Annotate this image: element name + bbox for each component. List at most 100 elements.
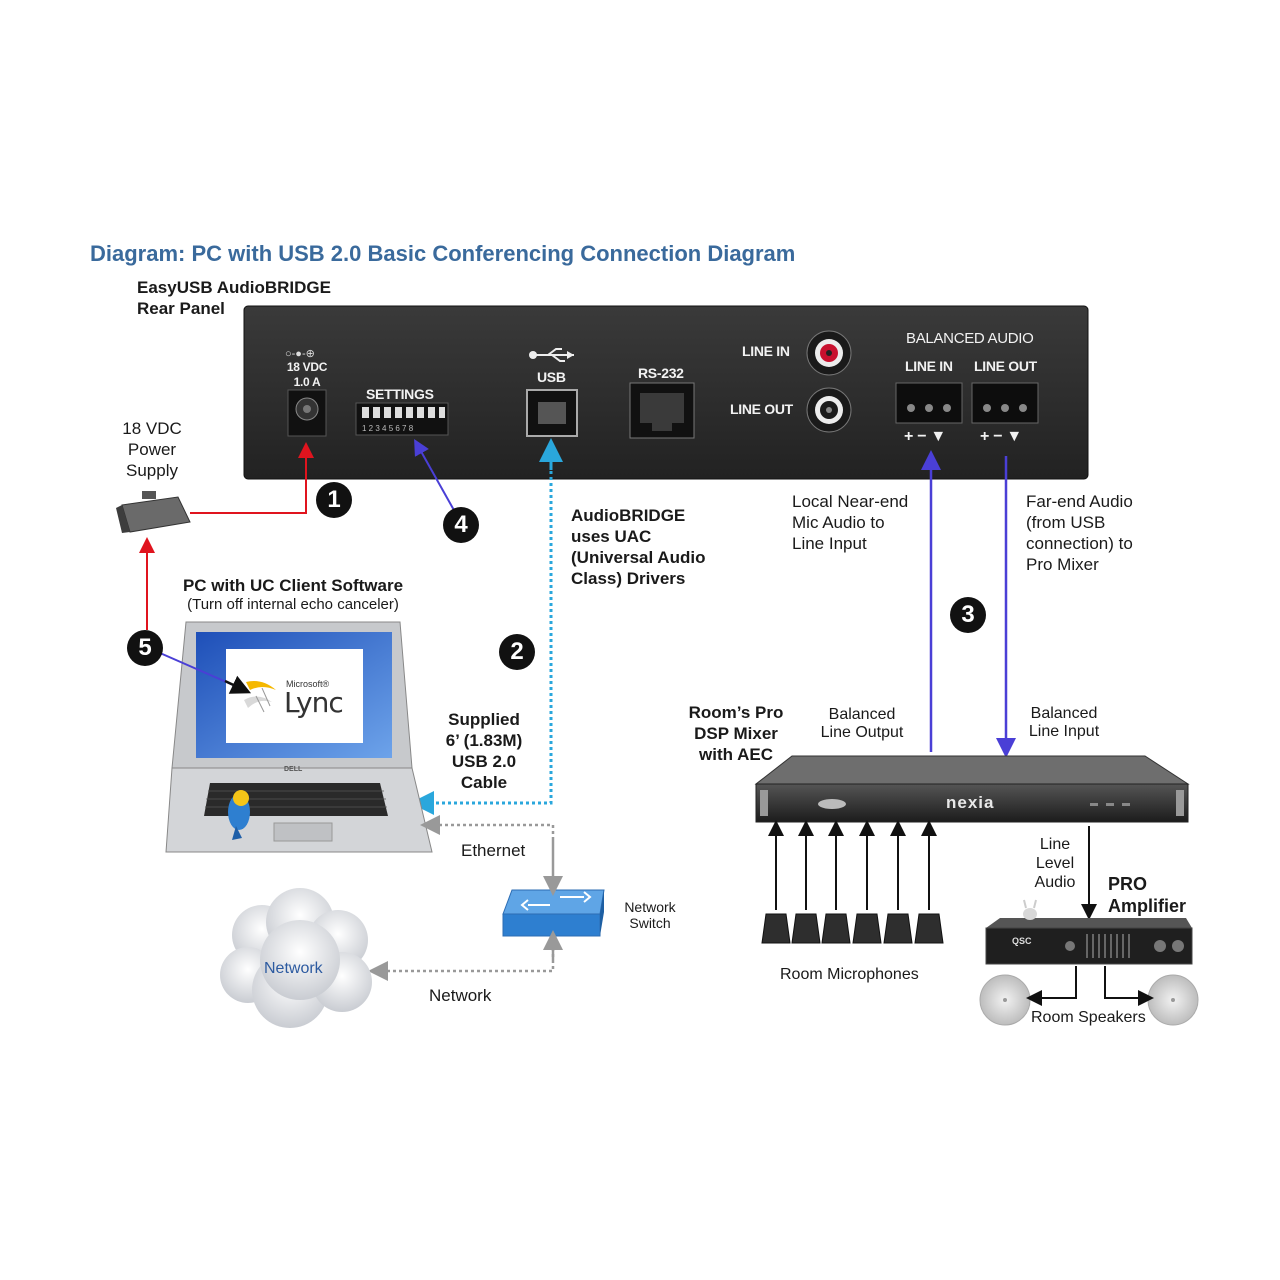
line-level-line2: Level [1035,855,1075,872]
power-supply-line2: Power [127,440,177,459]
room-microphone-icons [761,913,944,944]
usb-driver-note-line4: Class) Drivers [571,569,686,588]
room-speaker-left-icon [979,974,1031,1026]
far-end-line3: connection) to [1026,534,1133,553]
balanced-output-label: Balanced Line Output [812,706,912,742]
lync-app-text: Lync [284,686,344,719]
balanced-input-line1: Balanced [1030,705,1098,722]
amplifier-brand-text: QSC [1012,936,1032,946]
pc-label: PC with UC Client Software (Turn off int… [165,575,421,614]
usb-cable-line2: 6’ (1.83M) [445,731,523,750]
settings-label: SETTINGS [366,386,434,402]
power-jack-icon: ○-●-⊕ [285,348,327,437]
far-end-label: Far-end Audio (from USB connection) to P… [1026,491,1133,575]
badge-3: 3 [950,597,986,633]
room-speaker-right-icon [1147,974,1199,1026]
rca-line-out-jack-icon [806,387,852,433]
page-title: Diagram: PC with USB 2.0 Basic Conferenc… [90,241,796,266]
balanced-output-line1: Balanced [828,706,896,723]
balanced-line-out-terminal-icon [971,382,1039,424]
usb-cable-line1: Supplied [448,710,520,729]
ethernet-label: Ethernet [461,841,526,860]
network-switch-line1: Network [624,899,676,915]
balanced-line-in-label: LINE IN [905,358,953,374]
far-end-line4: Pro Mixer [1026,555,1099,574]
line-level-label: Line Level Audio [1028,835,1082,892]
microphone-arrows [768,820,937,910]
near-end-line3: Line Input [792,534,867,553]
rear-panel-label-line1: EasyUSB AudioBRIDGE [137,278,331,297]
power-supply-line1: 18 VDC [122,419,182,438]
mixer-line3: with AEC [699,745,773,764]
badge-4: 4 [443,507,479,543]
usb-driver-note: AudioBRIDGE uses UAC (Universal Audio Cl… [571,505,705,589]
network-line [368,942,555,981]
power-supply-icon [116,491,191,533]
network-switch-icon [502,889,605,937]
rear-panel-label-line2: Rear Panel [137,299,225,318]
svg-text:○-●-⊕: ○-●-⊕ [285,348,315,360]
network-switch-line2: Switch [629,915,671,931]
usb-cable-label: Supplied 6’ (1.83M) USB 2.0 Cable [434,709,534,793]
parrot-sticker-icon [228,790,250,840]
usb-cable-line [410,453,553,815]
amplifier-line1: PRO [1108,874,1148,894]
laptop-brand-text: DELL [284,766,303,773]
balanced-input-label: Balanced Line Input [1016,705,1112,741]
network-label: Network [429,986,492,1005]
usb-label: USB [537,369,566,385]
network-cloud-label: Network [264,960,323,977]
near-end-label: Local Near-end Mic Audio to Line Input [792,491,908,554]
usb-cable-line3: USB 2.0 [451,752,517,771]
rear-panel-label: EasyUSB AudioBRIDGE Rear Panel [137,277,331,319]
lync-splash-panel [226,649,363,743]
svg-text:1 2 3 4 5 6 7 8: 1 2 3 4 5 6 7 8 [362,424,414,433]
network-cloud-icon [220,888,372,1028]
power-spec-label: 18 VDC 1.0 A [284,360,330,390]
polarity-label-out: + − ▼ [980,428,1022,445]
speaker-left-line [1026,966,1077,1006]
amplifier-label: PRO Amplifier [1108,873,1186,917]
power-cable-line [190,442,314,514]
rs232-port-icon [629,382,695,439]
lync-pointer-arrow [224,675,252,694]
badge-1: 1 [316,482,352,518]
near-end-line2: Mic Audio to [792,513,885,532]
usb-symbol-icon [529,348,574,362]
rca-line-in-jack-icon [806,330,852,376]
network-switch-label: Network Switch [618,899,682,931]
pro-amplifier-icon: QSC [985,899,1193,965]
rca-line-in-label: LINE IN [742,343,790,359]
usb-driver-note-line1: AudioBRIDGE [571,506,686,525]
balanced-line-out-label: LINE OUT [974,358,1037,374]
usb-driver-note-line3: (Universal Audio [571,548,706,567]
mixer-label: Room’s Pro DSP Mixer with AEC [676,702,796,765]
polarity-label-in: + − ▼ [904,428,946,445]
settings-pointer-line [414,439,456,513]
usb-port-icon [526,389,578,437]
far-end-line1: Far-end Audio [1026,492,1133,511]
usb-cable-line4: Cable [460,773,508,792]
far-end-line2: (from USB [1026,513,1106,532]
mixer-brand-text: nexia [946,793,995,812]
power-spec-line2: 1.0 A [293,375,321,389]
lync-logo-icon [244,681,276,713]
power-supply-label: 18 VDC Power Supply [112,418,192,481]
room-speakers-label: Room Speakers [1031,1007,1146,1028]
balanced-output-line2: Line Output [820,724,904,741]
room-microphones-label: Room Microphones [780,966,919,983]
balanced-line-in-terminal-icon [895,382,963,424]
line-level-line3: Audio [1034,874,1076,891]
dsp-mixer-icon [754,755,1190,823]
ethernet-line [420,815,555,882]
mixer-line2: DSP Mixer [694,724,778,743]
mixer-line1: Room’s Pro [688,703,784,722]
pc-label-line2: (Turn off internal echo canceler) [187,596,399,613]
amplifier-line2: Amplifier [1108,896,1187,916]
power-spec-line1: 18 VDC [286,360,328,374]
lync-brand-text: Microsoft® [286,679,330,689]
dip-switch-icon: 1 2 3 4 5 6 7 8 [355,402,449,436]
near-end-line1: Local Near-end [792,492,909,511]
rs232-label: RS-232 [638,365,684,381]
